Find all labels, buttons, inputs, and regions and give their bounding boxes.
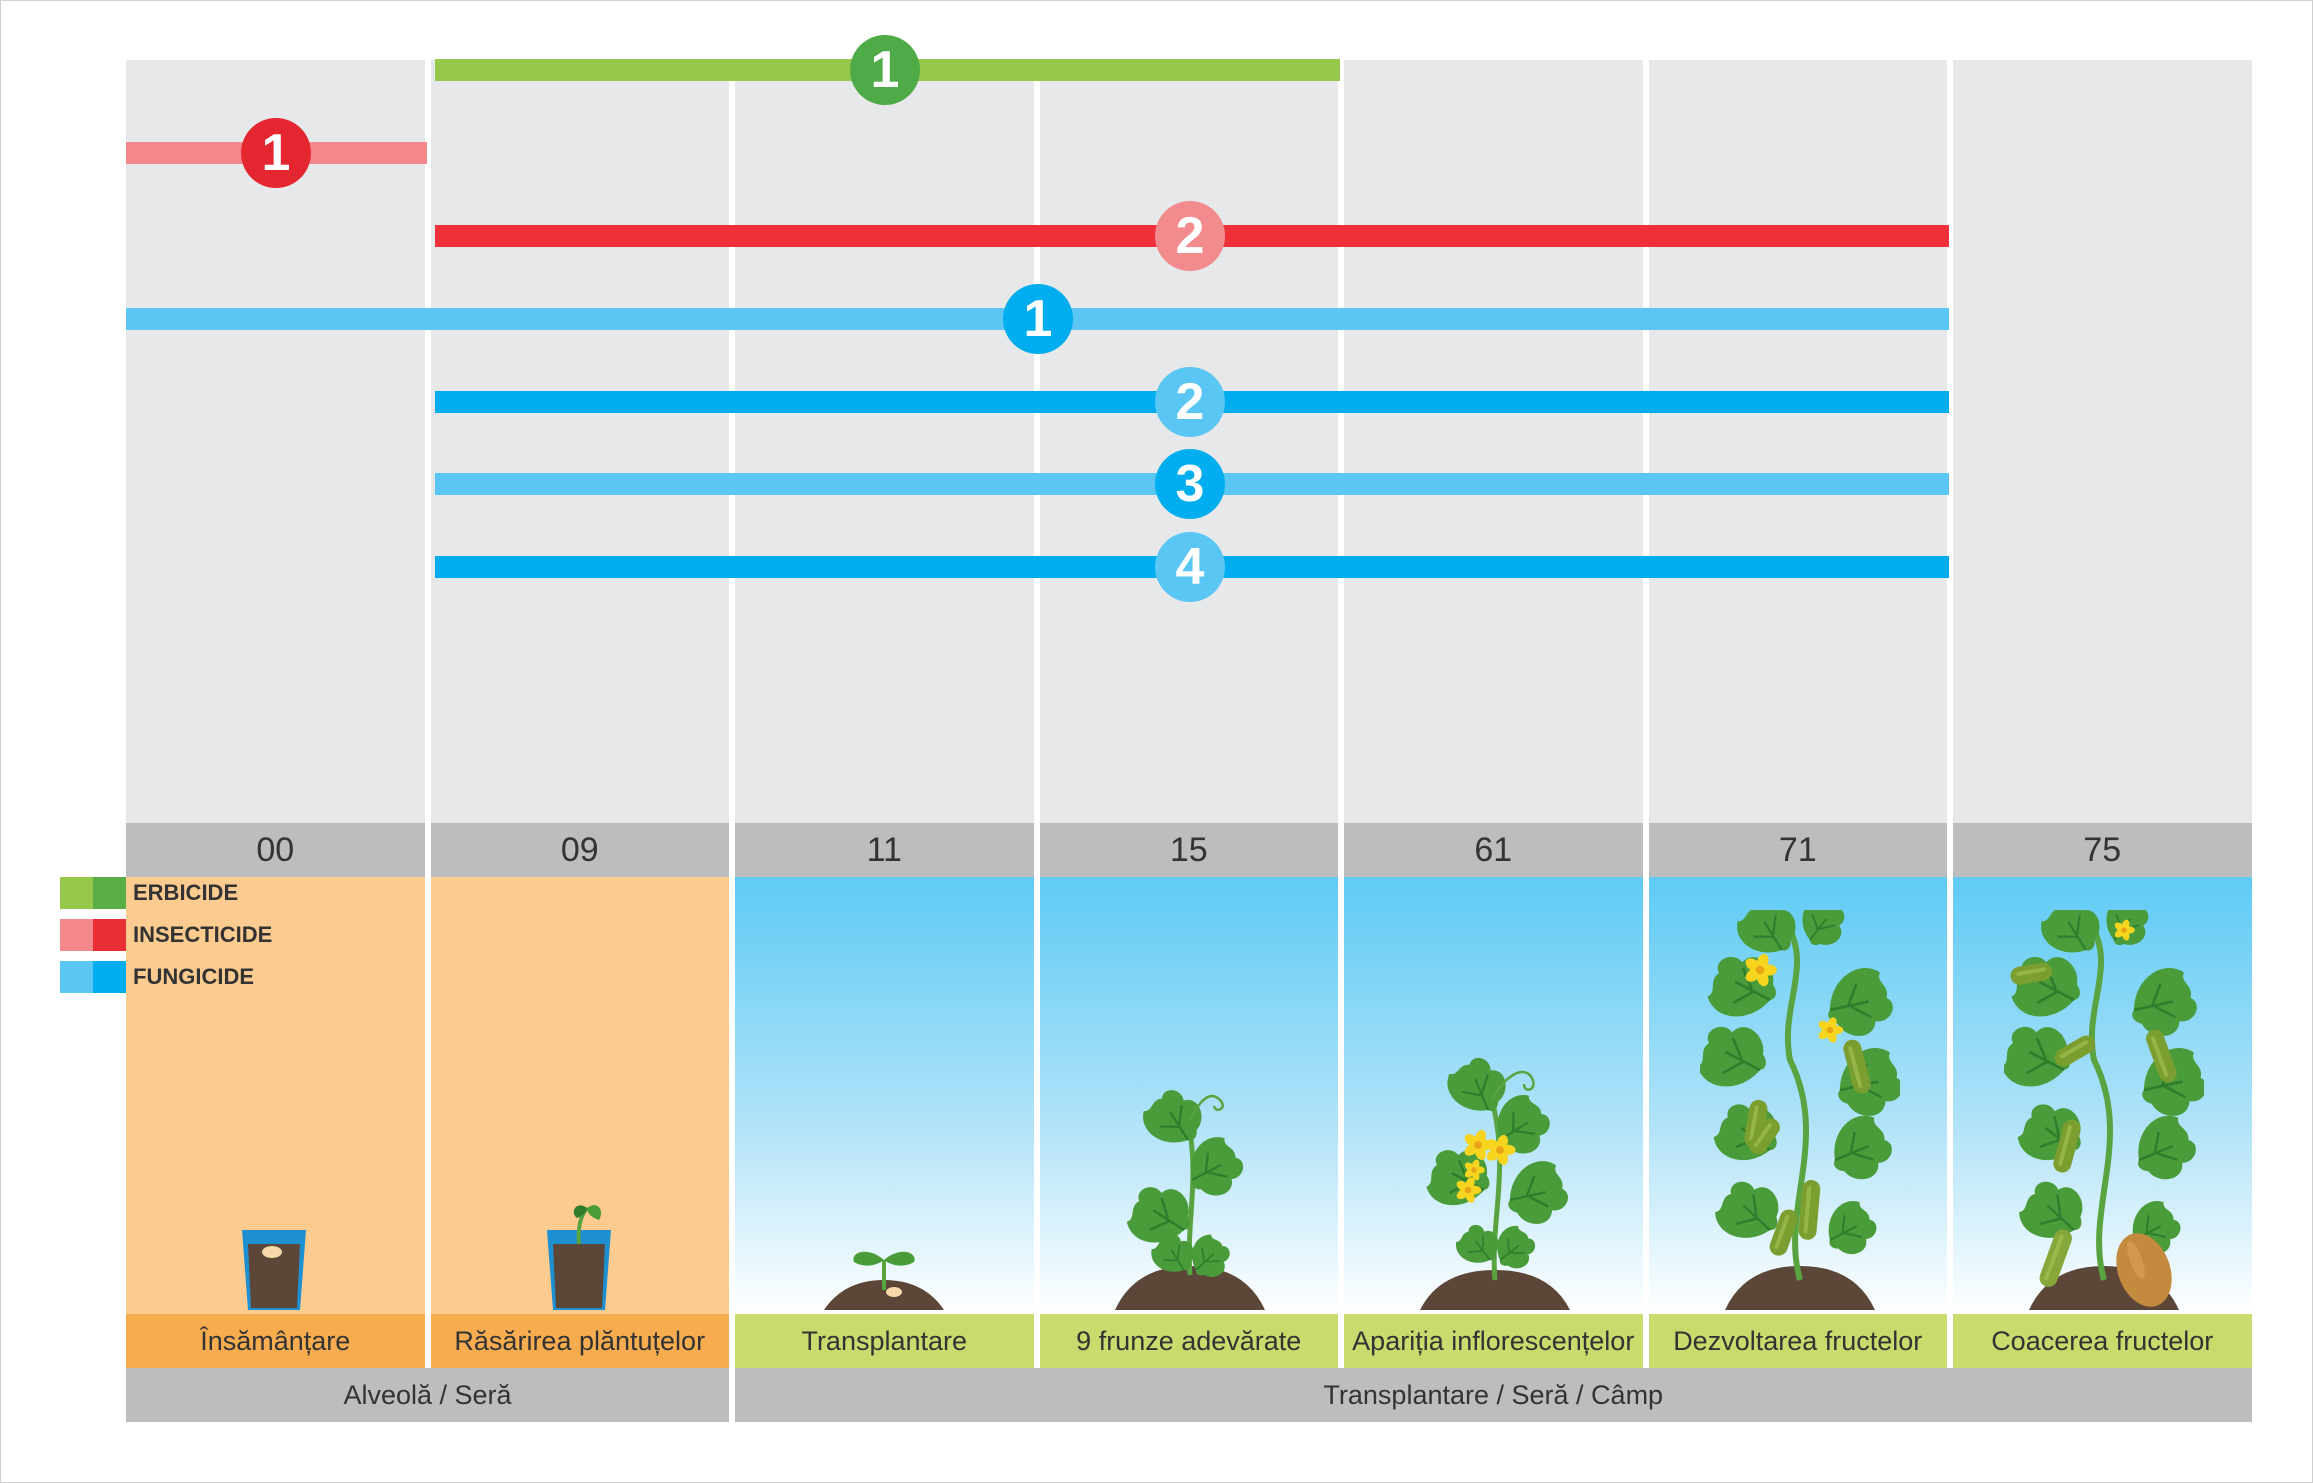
stage-code: 61 [1344, 823, 1643, 877]
phase-label: Alveolă / Seră [126, 1368, 729, 1422]
treatment-number-badge: 3 [1155, 449, 1225, 519]
treatment-number-badge: 2 [1155, 201, 1225, 271]
stage-column-75 [1953, 60, 2252, 823]
stage-label: Dezvoltarea fructelor [1648, 1314, 1947, 1368]
stage-label: 9 frunze adevărate [1039, 1314, 1338, 1368]
sprout-in-cup-icon [547, 1205, 611, 1310]
legend-swatch [93, 877, 126, 909]
stage-code: 75 [1953, 823, 2252, 877]
stage-column-61 [1344, 60, 1643, 823]
legend-swatch [93, 961, 126, 993]
stage-column-15 [1039, 60, 1338, 823]
ripe-cucumber-plant-icon [2004, 910, 2204, 1310]
stage-label: Transplantare [735, 1314, 1034, 1368]
stage-code: 11 [735, 823, 1034, 877]
legend-label: INSECTICIDE [133, 922, 273, 947]
legend-label: ERBICIDE [133, 880, 239, 905]
legend-label: FUNGICIDE [133, 964, 254, 989]
young-cucumber-plant-icon [1115, 1090, 1265, 1310]
fruiting-cucumber-plant-icon [1700, 910, 1900, 1310]
stage-label: Coacerea fructelor [1953, 1314, 2252, 1368]
stage-column-11 [735, 60, 1034, 823]
treatment-number-badge: 1 [241, 118, 311, 188]
stage-code: 15 [1039, 823, 1338, 877]
seed-in-cup-icon [242, 1230, 306, 1310]
legend-swatch [60, 961, 93, 993]
phase-label: Transplantare / Seră / Câmp [735, 1368, 2252, 1422]
treatment-number-badge: 1 [850, 35, 920, 105]
flowering-cucumber-plant-icon [1420, 1057, 1570, 1310]
stage-label: Însămânțare [126, 1314, 425, 1368]
legend-swatch [93, 919, 126, 951]
treatment-number-badge: 1 [1003, 284, 1073, 354]
stage-code: 71 [1648, 823, 1947, 877]
stage-code: 00 [126, 823, 425, 877]
stage-label: Răsărirea plăntuțelor [430, 1314, 729, 1368]
treatment-number-badge: 4 [1155, 532, 1225, 602]
stage-column-09 [430, 60, 729, 823]
legend-swatch [60, 877, 93, 909]
stage-column-71 [1648, 60, 1947, 823]
stage-label: Apariția inflorescențelor [1344, 1314, 1643, 1368]
treatment-number-badge: 2 [1155, 367, 1225, 437]
seedling-icon [824, 1251, 944, 1310]
stage-code: 09 [430, 823, 729, 877]
stage-scene [735, 877, 1034, 1314]
legend-swatch [60, 919, 93, 951]
